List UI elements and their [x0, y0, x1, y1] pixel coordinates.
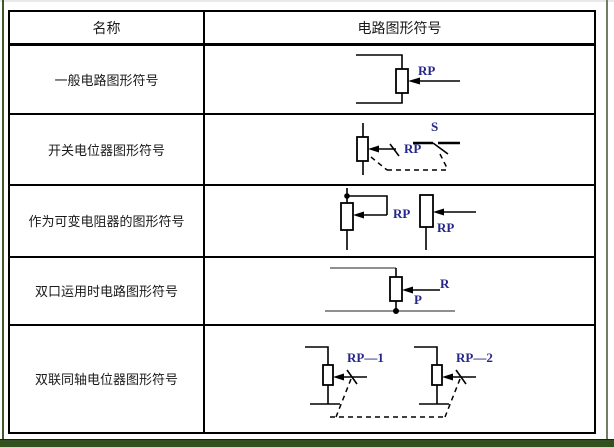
- mechanical-link-right: [444, 378, 461, 418]
- resistor-body: [389, 275, 403, 302]
- row-label-dual-coaxial: 双联同轴电位器图形符号: [8, 323, 205, 434]
- two-port-potentiometer-symbol: P R: [325, 266, 455, 314]
- row-label-switch: 开关电位器图形符号: [8, 112, 205, 186]
- linkage-tick-2: [455, 369, 467, 385]
- table-row-general: 一般电路图形符号 RP: [8, 43, 596, 115]
- wiper-arrowhead: [368, 145, 379, 153]
- r-label: R: [440, 276, 450, 291]
- wiper-arrowhead: [408, 77, 420, 85]
- column-header-symbol: 电路图形符号: [203, 10, 596, 46]
- table-row-two-port: 双口运用时电路图形符号 P R: [8, 255, 596, 326]
- table-row-variable-resistor: 作为可变电阻器的图形符号 RP RP: [8, 183, 596, 258]
- wiper-arrowhead-left: [353, 211, 364, 218]
- resistor-body: [356, 136, 369, 162]
- resistor-body-left: [340, 201, 354, 231]
- table-row-dual-coaxial: 双联同轴电位器图形符号 RP—1: [8, 323, 596, 434]
- terminal-lead-top-2: [414, 345, 438, 365]
- resistor-body-right: [419, 193, 434, 228]
- row-label-two-port: 双口运用时电路图形符号: [8, 255, 205, 326]
- window-edge-left: [2, 0, 4, 440]
- mechanical-link-right: [439, 153, 449, 171]
- wiper-arrowhead-2: [442, 373, 453, 381]
- resistor-body: [395, 68, 409, 95]
- dual-coaxial-potentiometer-symbol: RP—1 RP—2: [305, 345, 493, 418]
- switch-lever: [432, 142, 449, 155]
- switch-label: S: [431, 119, 438, 134]
- window-edge-top: [0, 0, 614, 2]
- resistor-body-2: [431, 363, 443, 386]
- wiper-arrowhead-right: [433, 208, 444, 215]
- linkage-tick-1: [346, 369, 358, 385]
- mechanical-link-left: [335, 378, 352, 418]
- terminal-lead-top: [356, 54, 403, 70]
- window-edge-right: [606, 0, 608, 440]
- rp-label: RP: [404, 141, 421, 156]
- table-row-switch: 开关电位器图形符号 RP S: [8, 112, 596, 186]
- rp1-label: RP—1: [347, 350, 384, 365]
- linkage-tick: [389, 143, 400, 157]
- switch-potentiometer-symbol: RP S: [356, 119, 460, 175]
- potentiometer-unit-2: RP—2: [414, 345, 493, 405]
- terminal-lead-top-1: [305, 345, 329, 365]
- p-label: P: [414, 292, 422, 307]
- row-label-variable-resistor: 作为可变电阻器的图形符号: [8, 183, 205, 258]
- variable-resistor-symbols: RP RP: [340, 187, 476, 250]
- rp-label-right: RP: [437, 220, 454, 235]
- terminal-lead-bottom: [356, 93, 403, 105]
- junction-dot: [393, 307, 399, 314]
- wiper-tie-loop: [347, 194, 388, 215]
- mechanical-link-left: [370, 156, 388, 171]
- column-header-name: 名称: [8, 10, 205, 46]
- general-potentiometer-symbol: RP: [356, 54, 460, 105]
- row-label-general: 一般电路图形符号: [8, 43, 205, 115]
- window-edge-bottom: [0, 439, 614, 447]
- rp2-label: RP—2: [456, 350, 493, 365]
- wiper-arrowhead: [402, 286, 413, 293]
- rp-label: RP: [418, 63, 435, 78]
- table-header-row: 名称 电路图形符号: [8, 10, 596, 46]
- rp-label-left: RP: [393, 206, 410, 221]
- potentiometer-unit-1: RP—1: [305, 345, 384, 405]
- resistor-body-1: [322, 363, 334, 386]
- wiper-arrowhead-1: [333, 373, 344, 381]
- potentiometer-symbols-table: 名称 电路图形符号 一般电路图形符号 RP 开关电位器图形符号: [8, 10, 596, 434]
